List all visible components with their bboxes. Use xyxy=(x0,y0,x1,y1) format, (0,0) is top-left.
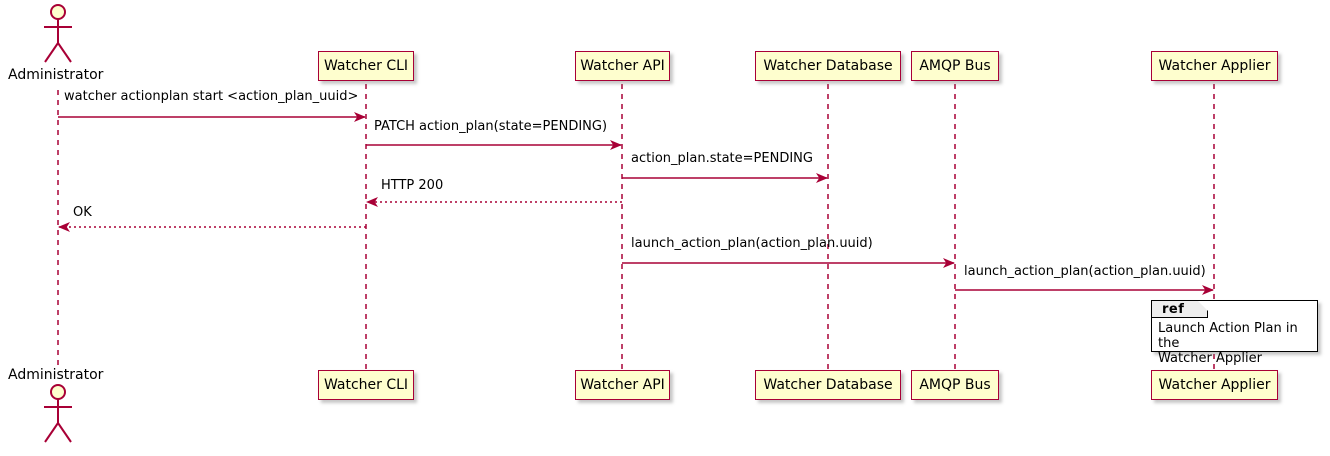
participant-box-watcher-database-top[interactable]: Watcher Database xyxy=(755,51,901,81)
message-label-4: HTTP 200 xyxy=(381,178,444,193)
actor-leg-left xyxy=(44,422,59,443)
message-label-3: action_plan.state=PENDING xyxy=(631,151,813,166)
message-label-1: watcher actionplan start <action_plan_uu… xyxy=(64,89,359,104)
message-label-5: OK xyxy=(73,205,92,220)
participant-box-watcher-cli-bottom[interactable]: Watcher CLI xyxy=(318,370,414,400)
ref-fragment-body-text: Launch Action Plan in the Watcher Applie… xyxy=(1158,321,1298,366)
ref-fragment-tab-label: ref xyxy=(1152,301,1208,318)
actor-figures-group xyxy=(44,4,72,443)
actor-head xyxy=(50,384,66,400)
message-arrows-group xyxy=(58,112,1214,295)
participant-box-watcher-api-top[interactable]: Watcher API xyxy=(575,51,670,81)
actor-figure-administrator-top xyxy=(44,4,72,63)
actor-leg-left xyxy=(44,42,59,63)
message-label-6: launch_action_plan(action_plan.uuid) xyxy=(631,236,873,251)
actor-label-administrator-top: Administrator xyxy=(8,67,104,83)
participant-box-amqp-bus-top[interactable]: AMQP Bus xyxy=(911,51,999,81)
message-label-2: PATCH action_plan(state=PENDING) xyxy=(374,119,608,134)
participant-box-watcher-applier-bottom[interactable]: Watcher Applier xyxy=(1151,370,1278,400)
participant-box-watcher-applier-top[interactable]: Watcher Applier xyxy=(1151,51,1278,81)
participant-box-watcher-cli-top[interactable]: Watcher CLI xyxy=(318,51,414,81)
actor-head xyxy=(50,4,66,20)
actor-figure-administrator-bottom xyxy=(44,384,72,443)
message-label-7: launch_action_plan(action_plan.uuid) xyxy=(964,264,1206,279)
actor-leg-right xyxy=(57,422,72,443)
actor-leg-right xyxy=(57,42,72,63)
lifelines-group xyxy=(57,84,1215,370)
participant-box-watcher-database-bottom[interactable]: Watcher Database xyxy=(755,370,901,400)
participant-box-amqp-bus-bottom[interactable]: AMQP Bus xyxy=(911,370,999,400)
participant-box-watcher-api-bottom[interactable]: Watcher API xyxy=(575,370,670,400)
actor-label-administrator-bottom: Administrator xyxy=(8,367,104,383)
